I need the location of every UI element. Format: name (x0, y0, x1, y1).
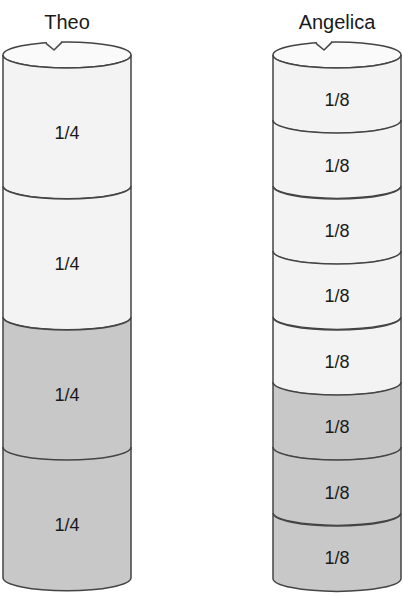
fraction-label: 1/4 (54, 123, 79, 144)
band-outline (273, 251, 401, 329)
cup-band: 1/8 (273, 369, 401, 460)
band-outline (273, 317, 401, 395)
cup-band: 1/8 (273, 434, 401, 525)
fraction-label: 1/8 (324, 548, 349, 569)
fraction-label: 1/8 (324, 156, 349, 177)
cup-band: 1/8 (273, 304, 401, 395)
band-outline (273, 447, 401, 525)
fraction-label: 1/8 (324, 417, 349, 438)
cup-band: 1/4 (3, 42, 131, 199)
band-shape (273, 304, 401, 395)
band-outline (273, 120, 401, 198)
cup-band: 1/4 (3, 434, 131, 591)
band-outline (273, 55, 401, 133)
band-shape (3, 304, 131, 461)
fraction-label: 1/8 (324, 90, 349, 111)
band-shape (273, 500, 401, 591)
band-shape (273, 238, 401, 329)
cup-band: 1/8 (273, 173, 401, 264)
measuring-cup: Theo 1/4 1/4 1/4 1/4 (3, 0, 131, 597)
band-outline (273, 382, 401, 460)
band-outline (273, 186, 401, 264)
cup-band: 1/8 (273, 238, 401, 329)
band-shape (3, 173, 131, 330)
fraction-label: 1/8 (324, 352, 349, 373)
band-shape (273, 42, 401, 133)
fraction-label: 1/8 (324, 221, 349, 242)
band-shape (273, 369, 401, 460)
cup-heading: Angelica (299, 11, 376, 34)
band-shape (3, 42, 131, 199)
band-shape (273, 434, 401, 525)
band-outline (3, 317, 131, 461)
band-outline (3, 447, 131, 591)
fraction-label: 1/4 (54, 254, 79, 275)
measuring-cup: Angelica 1/8 1/8 1/8 1/8 1/8 1/8 1/8 1/8 (273, 0, 401, 597)
fraction-label: 1/8 (324, 483, 349, 504)
band-shape (273, 107, 401, 198)
cup-heading: Theo (44, 11, 90, 34)
band-outline (3, 186, 131, 330)
band-shape (3, 434, 131, 591)
cup-band: 1/8 (273, 42, 401, 133)
fraction-label: 1/4 (54, 385, 79, 406)
cup-band: 1/4 (3, 304, 131, 461)
band-shape (273, 173, 401, 264)
band-outline (273, 513, 401, 591)
fraction-label: 1/8 (324, 286, 349, 307)
cup-band: 1/4 (3, 173, 131, 330)
cup-band: 1/8 (273, 107, 401, 198)
band-outline (3, 55, 131, 199)
cup-band: 1/8 (273, 500, 401, 591)
fraction-label: 1/4 (54, 515, 79, 536)
